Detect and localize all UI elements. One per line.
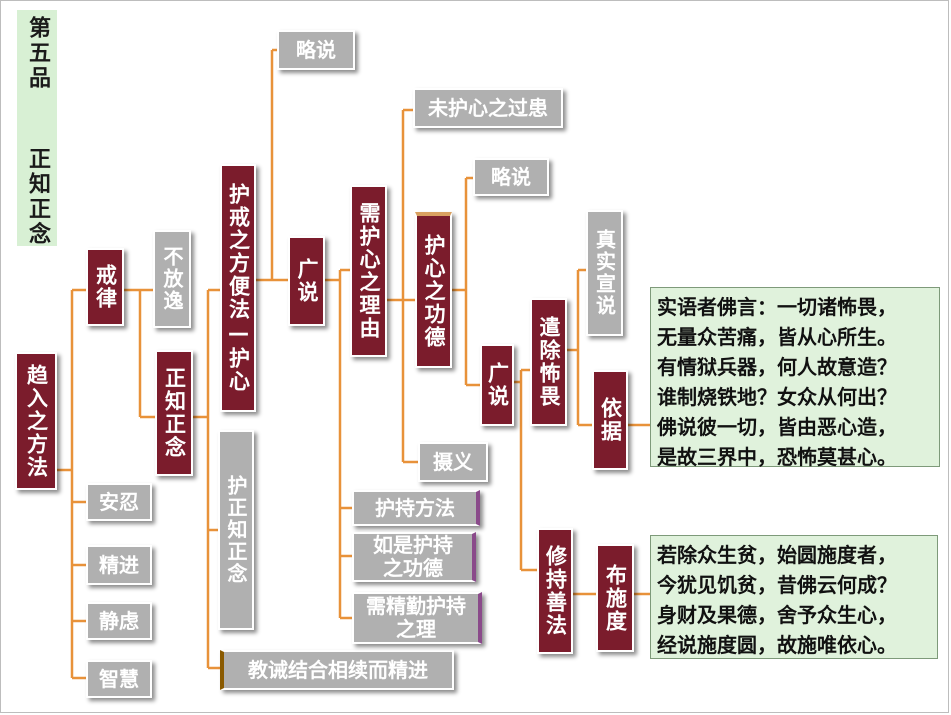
verse-box-2: 若除众生贫，始圆施度者， 今犹见饥贫，昔佛云何成？ 身财及果德，舍予众生心， 经…: [650, 535, 938, 659]
node-rushi: 如是护持之功德: [352, 532, 476, 582]
node-hujie: 护戒之方便法—护心: [220, 164, 256, 412]
verse-1-line: 无量众苦痛，皆从心所生。: [657, 325, 897, 349]
verse-2-line: 若除众生贫，始圆施度者，: [657, 543, 897, 567]
node-weihuxin: 未护心之过患: [413, 88, 563, 128]
node-zhengzhizhengnian: 正知正念: [155, 350, 193, 476]
node-lueshuo-2: 略说: [473, 158, 549, 196]
node-guangshuo-2: 广说: [480, 344, 514, 426]
node-huchifangfa: 护持方法: [352, 490, 480, 526]
verse-box-1: 实语者佛言：一切诸怖畏， 无量众苦痛，皆从心所生。 有情狱兵器，何人故意造？ 谁…: [650, 287, 940, 469]
verse-1-line: 谁制烧铁地？女众从何出？: [657, 385, 897, 409]
node-xujingqin: 需精勤护持之理: [352, 592, 482, 644]
node-huxingongde: 护心之功德: [415, 212, 452, 368]
verse-2-line: 今犹见饥贫，昔佛云何成？: [657, 573, 897, 597]
verse-2-line: 身财及果德，舍予众生心，: [657, 603, 897, 627]
verse-1-line: 有情狱兵器，何人故意造？: [657, 355, 897, 379]
node-root: 趋入之方法: [15, 352, 57, 490]
verse-1-line: 是故三界中，恐怖莫甚心。: [657, 445, 897, 469]
node-anren: 安忍: [86, 483, 152, 521]
chapter-title-text: 第五品 正知正念: [25, 16, 50, 247]
verse-1-line: 佛说彼一切，皆由恶心造，: [657, 415, 897, 439]
node-qianchu: 遣除怖畏: [530, 298, 567, 426]
node-zhenshi: 真实宣说: [586, 210, 623, 336]
chapter-title: 第五品 正知正念: [17, 10, 57, 247]
node-jinglv: 静虑: [86, 602, 152, 640]
node-xuhuxin: 需护心之理由: [350, 185, 387, 357]
verse-2-line: 经说施度圆，故施唯依心。: [657, 633, 897, 657]
node-bushidu: 布施度: [596, 544, 634, 652]
verse-1-line: 实语者佛言：一切诸怖畏，: [657, 295, 897, 319]
node-xiuchi: 修持善法: [537, 528, 573, 654]
node-jielv: 戒律: [86, 248, 124, 326]
node-sheyi: 摄义: [418, 442, 488, 482]
node-bufangyi: 不放逸: [153, 230, 191, 328]
node-jiaojie: 教诫结合相续而精进: [220, 650, 454, 690]
node-yiju: 依据: [592, 370, 628, 470]
node-huzhengzhi: 护正知正念: [218, 430, 254, 630]
node-jingjin: 精进: [86, 545, 152, 585]
node-guangshuo-1: 广说: [288, 236, 325, 326]
node-zhihui: 智慧: [86, 660, 152, 698]
node-lueshuo-1: 略说: [277, 30, 355, 70]
